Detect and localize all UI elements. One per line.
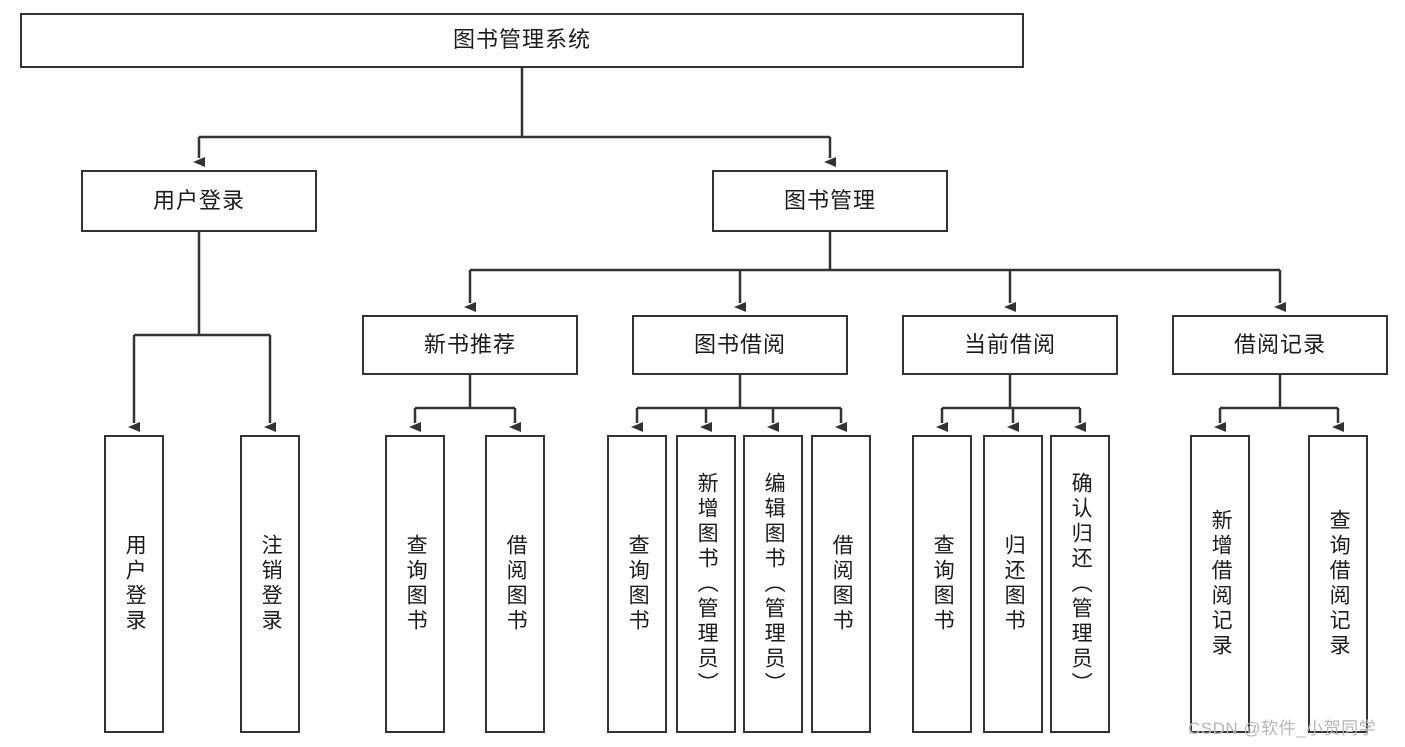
leaf-label: 借阅图书 (504, 534, 528, 634)
leaf-node[interactable]: 归还图书 (983, 435, 1043, 733)
leaf-label: 查询图书 (404, 534, 428, 634)
node-new-book-recommend[interactable]: 新书推荐 (362, 315, 578, 375)
node-current-borrow[interactable]: 当前借阅 (902, 315, 1118, 375)
leaf-label: 确认归还（管理员） (1069, 471, 1093, 697)
leaf-node[interactable]: 新增借阅记录 (1190, 435, 1250, 733)
node-label: 用户登录 (152, 187, 245, 213)
node-label: 当前借阅 (963, 331, 1056, 357)
leaf-label: 编辑图书（管理员） (762, 471, 786, 697)
node-borrow-record[interactable]: 借阅记录 (1172, 315, 1388, 375)
leaf-node[interactable]: 新增图书（管理员） (676, 435, 736, 733)
leaf-label: 借阅图书 (830, 534, 854, 634)
node-root-label: 图书管理系统 (452, 27, 591, 53)
node-label: 新书推荐 (423, 331, 516, 357)
node-root[interactable]: 图书管理系统 (20, 13, 1024, 68)
leaf-node[interactable]: 查询图书 (912, 435, 972, 733)
leaf-label: 查询图书 (626, 534, 650, 634)
leaf-node[interactable]: 查询借阅记录 (1308, 435, 1368, 733)
leaf-node[interactable]: 用户登录 (104, 435, 164, 733)
leaf-label: 注销登录 (259, 534, 283, 634)
leaf-node[interactable]: 确认归还（管理员） (1050, 435, 1110, 733)
node-label: 借阅记录 (1233, 331, 1326, 357)
leaf-label: 归还图书 (1002, 534, 1026, 634)
leaf-node[interactable]: 查询图书 (385, 435, 445, 733)
leaf-node[interactable]: 注销登录 (240, 435, 300, 733)
leaf-node[interactable]: 查询图书 (607, 435, 667, 733)
leaf-label: 新增借阅记录 (1209, 509, 1233, 659)
csdn-watermark: CSDN @软件_小贺同学 (1188, 719, 1377, 738)
leaf-node[interactable]: 借阅图书 (811, 435, 871, 733)
node-book-borrow[interactable]: 图书借阅 (632, 315, 848, 375)
leaf-label: 用户登录 (123, 534, 147, 634)
leaf-label: 新增图书（管理员） (695, 471, 719, 697)
leaf-label: 查询图书 (931, 534, 955, 634)
node-label: 图书借阅 (693, 331, 786, 357)
node-user-login-module[interactable]: 用户登录 (81, 170, 317, 232)
leaf-node[interactable]: 编辑图书（管理员） (743, 435, 803, 733)
node-label: 图书管理 (783, 187, 876, 213)
leaf-node[interactable]: 借阅图书 (485, 435, 545, 733)
node-book-management-module[interactable]: 图书管理 (712, 170, 948, 232)
leaf-label: 查询借阅记录 (1327, 509, 1351, 659)
